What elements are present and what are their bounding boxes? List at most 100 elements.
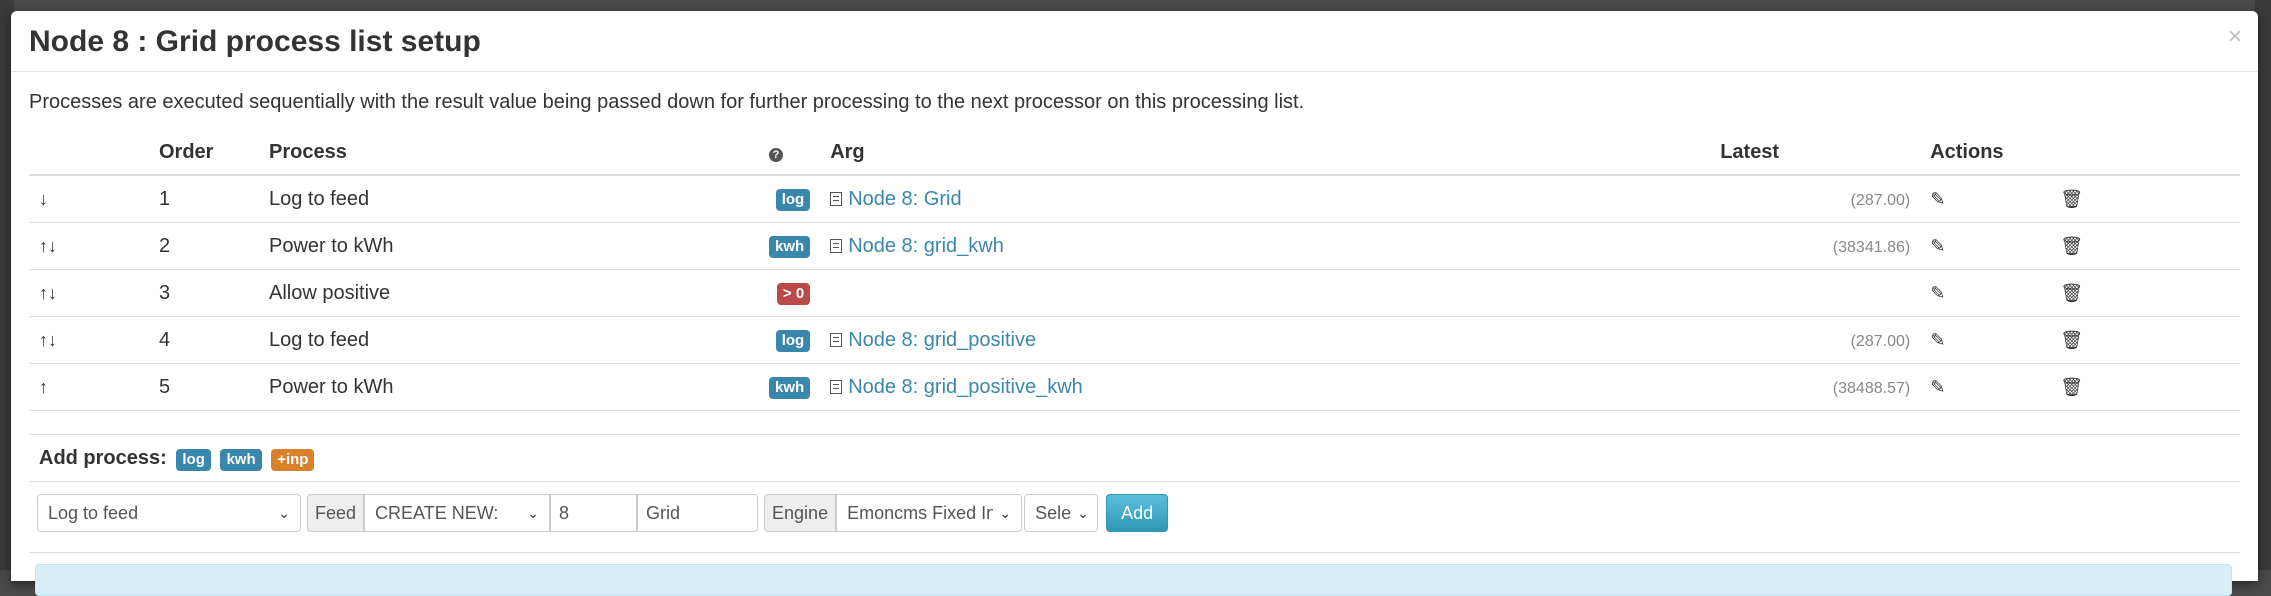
chevron-down-icon: ⌄: [1077, 504, 1089, 521]
header-actions: Actions: [1920, 130, 2051, 176]
delete-icon[interactable]: 🗑: [2060, 282, 2084, 303]
add-badge-kwh: kwh: [220, 449, 262, 471]
interval-select-value: Sele: [1035, 502, 1072, 523]
move-arrows[interactable]: ↓: [29, 175, 149, 223]
row-arg: [820, 269, 1711, 317]
row-delete: 🗑: [2050, 175, 2240, 223]
background-page-left: [0, 0, 14, 570]
row-arg: Node 8: grid_positive: [820, 316, 1711, 364]
engine-select[interactable]: Emoncms Fixed In ⌄: [836, 494, 1023, 532]
row-process: Power to kWh: [259, 363, 759, 411]
table-header-row: Order Process ? Arg Latest Actions: [29, 130, 2240, 176]
row-order: 2: [149, 222, 259, 270]
row-badge-cell: > 0: [759, 269, 821, 317]
modal-header: Node 8 : Grid process list setup ×: [11, 11, 2258, 72]
add-button[interactable]: Add: [1106, 494, 1169, 532]
latest-value: (38341.86): [1832, 238, 1911, 256]
feed-link[interactable]: Node 8: grid_positive_kwh: [848, 375, 1083, 398]
move-arrows[interactable]: ↑↓: [29, 222, 149, 270]
edit-icon[interactable]: ✎: [1930, 235, 1946, 256]
help-icon[interactable]: ?: [769, 147, 783, 162]
row-badge-cell: kwh: [759, 363, 821, 411]
latest-value: (287.00): [1850, 191, 1911, 209]
process-badge: > 0: [776, 283, 811, 305]
move-arrow-icon[interactable]: ↓: [39, 188, 48, 209]
process-select-value: Log to feed: [48, 502, 139, 523]
row-badge-cell: log: [759, 316, 821, 364]
delete-icon[interactable]: 🗑: [2060, 376, 2084, 397]
section-divider: [29, 481, 2240, 482]
edit-icon[interactable]: ✎: [1930, 282, 1946, 303]
row-edit: ✎: [1920, 222, 2051, 270]
feed-link[interactable]: Node 8: grid_kwh: [848, 234, 1004, 257]
info-alert: [35, 564, 2232, 596]
header-move: [29, 130, 149, 176]
feed-select[interactable]: CREATE NEW: ⌄: [364, 494, 551, 532]
move-arrow-icon[interactable]: ↑: [39, 376, 48, 397]
row-arg: Node 8: grid_kwh: [820, 222, 1711, 270]
table-row: ↑↓ 2 Power to kWh kwh Node 8: grid_kwh (…: [29, 222, 2240, 270]
row-latest: (38488.57): [1710, 363, 1921, 411]
row-process: Log to feed: [259, 316, 759, 364]
move-arrow-icon[interactable]: ↑↓: [39, 282, 57, 303]
delete-icon[interactable]: 🗑: [2060, 188, 2084, 209]
row-arg: Node 8: grid_positive_kwh: [820, 363, 1711, 411]
row-delete: 🗑: [2050, 269, 2240, 317]
feed-link[interactable]: Node 8: Grid: [848, 187, 962, 210]
row-delete: 🗑: [2050, 363, 2240, 411]
background-page-right: [2255, 0, 2271, 570]
move-arrows[interactable]: ↑↓: [29, 316, 149, 364]
modal-title: Node 8 : Grid process list setup: [29, 25, 481, 58]
row-order: 1: [149, 175, 259, 223]
row-order: 4: [149, 316, 259, 364]
row-edit: ✎: [1920, 269, 2051, 317]
feed-icon: [830, 238, 843, 253]
feed-addon-label: Feed: [307, 494, 365, 532]
process-select[interactable]: Log to feed ⌄: [37, 494, 301, 532]
table-row: ↑ 5 Power to kWh kwh Node 8: grid_positi…: [29, 363, 2240, 411]
feed-select-value: CREATE NEW:: [375, 502, 499, 523]
move-arrow-icon[interactable]: ↑↓: [39, 329, 57, 350]
edit-icon[interactable]: ✎: [1930, 376, 1946, 397]
latest-value: (38488.57): [1832, 379, 1911, 397]
move-arrows[interactable]: ↑↓: [29, 269, 149, 317]
move-arrow-icon[interactable]: ↑↓: [39, 235, 57, 256]
close-icon[interactable]: ×: [2227, 23, 2242, 50]
feed-icon: [830, 379, 843, 394]
process-badge: kwh: [769, 236, 811, 258]
row-latest: (287.00): [1710, 175, 1921, 223]
row-process: Power to kWh: [259, 222, 759, 270]
section-divider: [29, 434, 2240, 435]
feed-tag-input[interactable]: 8: [550, 494, 638, 532]
row-badge-cell: log: [759, 175, 821, 223]
process-description: Processes are executed sequentially with…: [29, 91, 1305, 113]
header-order: Order: [149, 130, 259, 176]
chevron-down-icon: ⌄: [278, 504, 290, 521]
add-process-header: Add process: log kwh +inp: [39, 447, 315, 471]
row-edit: ✎: [1920, 363, 2051, 411]
row-latest: (38341.86): [1710, 222, 1921, 270]
process-badge: log: [775, 330, 811, 352]
process-badge: log: [775, 189, 811, 211]
feed-icon: [830, 191, 843, 206]
delete-icon[interactable]: 🗑: [2060, 329, 2084, 350]
header-latest: Latest: [1710, 130, 1921, 176]
row-process: Allow positive: [259, 269, 759, 317]
row-badge-cell: kwh: [759, 222, 821, 270]
edit-icon[interactable]: ✎: [1930, 329, 1946, 350]
row-order: 5: [149, 363, 259, 411]
feed-link[interactable]: Node 8: grid_positive: [848, 328, 1037, 351]
feed-icon: [830, 332, 843, 347]
process-table: Order Process ? Arg Latest Actions ↓ 1 L…: [29, 130, 2240, 411]
feed-name-input[interactable]: Grid: [637, 494, 759, 532]
section-divider: [29, 552, 2240, 553]
interval-select[interactable]: Sele ⌄: [1024, 494, 1099, 532]
process-list-modal: Node 8 : Grid process list setup × Proce…: [11, 11, 2258, 596]
row-process: Log to feed: [259, 175, 759, 223]
process-badge: kwh: [769, 377, 811, 399]
delete-icon[interactable]: 🗑: [2060, 235, 2084, 256]
header-info: ?: [759, 130, 821, 176]
engine-addon-label: Engine: [764, 494, 837, 532]
edit-icon[interactable]: ✎: [1930, 188, 1946, 209]
move-arrows[interactable]: ↑: [29, 363, 149, 411]
